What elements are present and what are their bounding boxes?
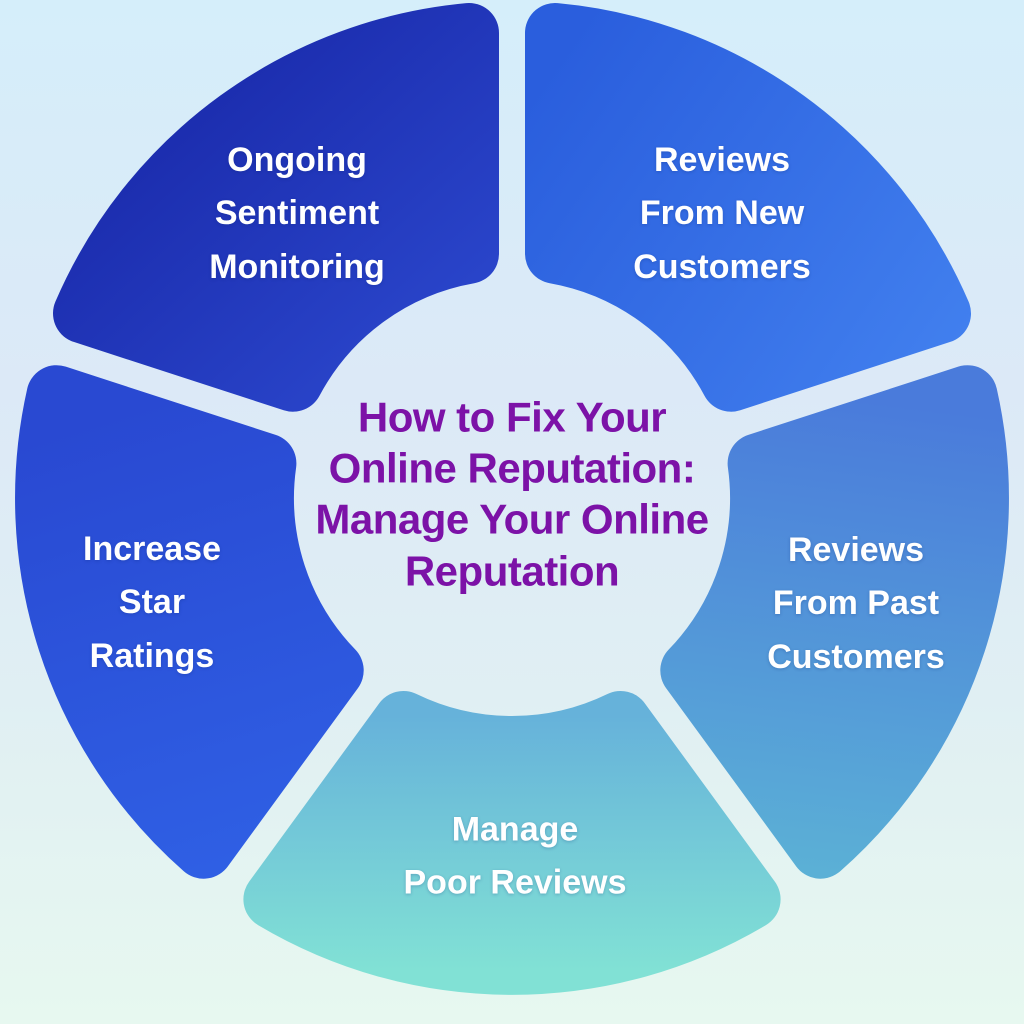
segment-increase-star-ratings [15,365,364,879]
segment-manage-poor-reviews [243,691,781,995]
segment-reviews-from-new-customers [525,3,971,412]
segment-reviews-from-past-customers [660,365,1009,879]
segment-ongoing-sentiment-monitoring [53,3,499,412]
